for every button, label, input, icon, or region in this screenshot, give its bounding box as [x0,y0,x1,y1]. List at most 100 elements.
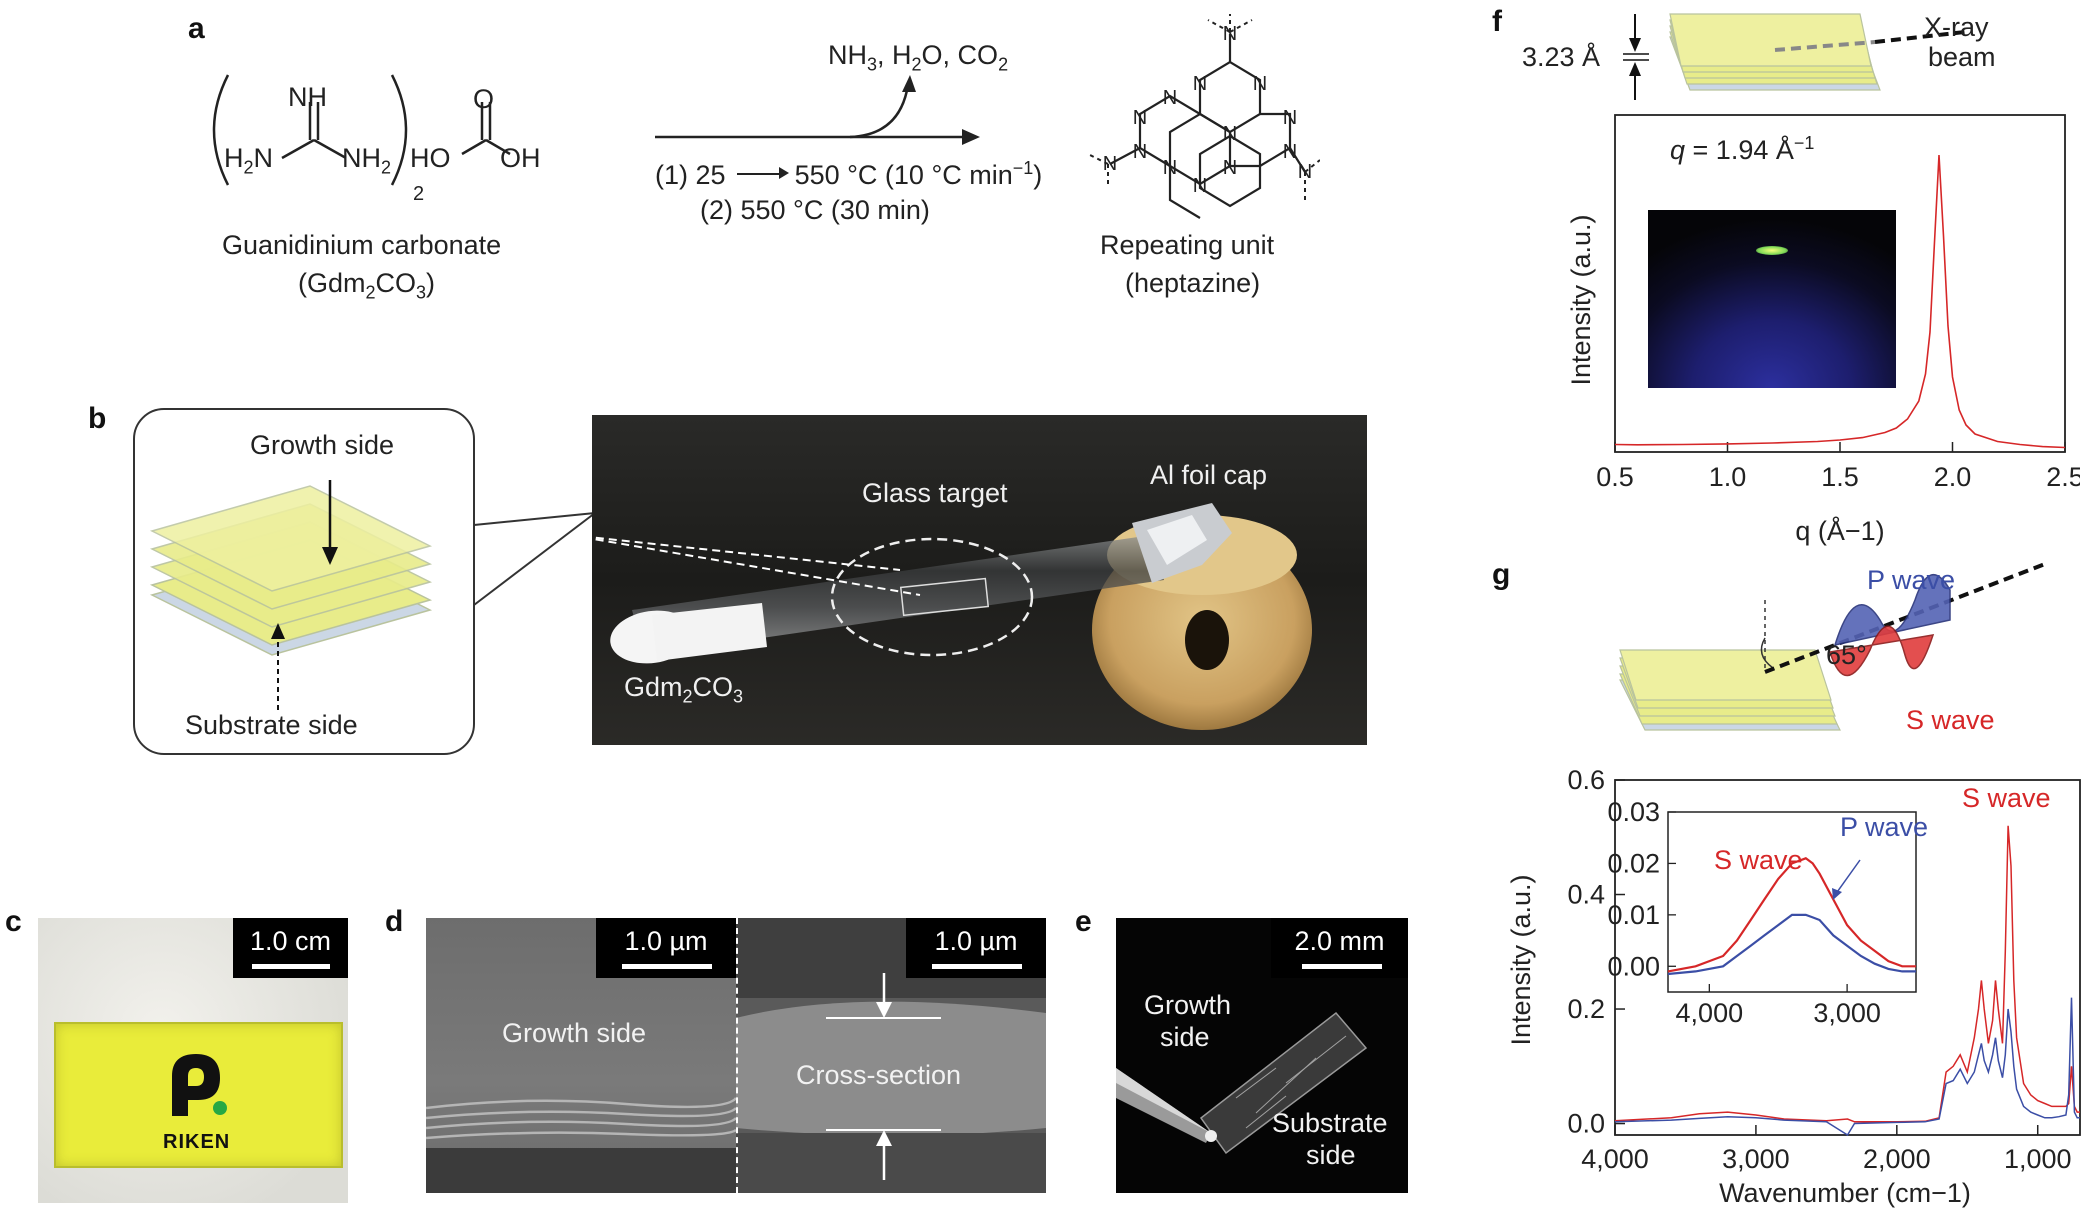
inset-ytick-label: 0.00 [1607,951,1660,981]
xray-label-1: X-ray [1924,12,1989,42]
step-2: (2) 550 °C (30 min) [700,195,930,225]
inset-p-wave-pointer-head [1832,888,1842,900]
scale-bar-d-left [622,964,712,969]
svg-text:N: N [1298,161,1312,183]
svg-text:N: N [1163,157,1177,179]
main-s-wave-label: S wave [1962,783,2051,813]
reactant-name: Guanidinium carbonate [222,230,502,260]
xrd-xtick-label: 0.5 [1596,462,1634,492]
scale-bar-c [252,964,330,969]
gdm-label: Gdm2CO3 [624,672,744,707]
scale-e: 2.0 mm [1271,918,1408,978]
guanidinium-structure [212,74,511,186]
svg-text:N: N [1193,175,1207,197]
xrd-ylabel: Intensity (a.u.) [1566,214,1596,385]
atom-oh: OH [500,143,541,173]
atom-nh2: NH2 [342,143,392,178]
svg-text:N: N [1283,141,1297,163]
inset-p-wave-label: P wave [1840,812,1929,842]
substrate-side-e-1: Substrate [1272,1108,1388,1138]
xrd-xtick-label: 1.0 [1709,462,1747,492]
inset-xtick-label: 4,000 [1676,998,1744,1028]
panel-label-g: g [1492,558,1511,591]
byproducts: NH3, H2O, CO2 [828,40,1009,75]
svg-text:N: N [1223,23,1237,45]
freestanding-film-photo: 2.0 mm Growth side Substrate side [1116,918,1408,1193]
cross-section-label: Cross-section [796,1060,962,1090]
reaction-arrow [655,75,980,145]
inset-p-wave-pointer [1834,859,1861,896]
gixd-pattern-image [1648,210,1896,388]
panel-label-e: e [1075,905,1092,938]
growth-side-label: Growth side [250,430,395,460]
inset-xtick-label: 3,000 [1813,998,1881,1028]
atom-nh: NH [288,82,327,112]
scale-d-right: 1.0 µm [906,918,1046,978]
reactant-abbr: (Gdm2CO3) [298,268,436,303]
scale-d-left: 1.0 µm [596,918,736,978]
sem-divider [736,918,738,1193]
svg-text:N: N [1223,123,1237,145]
inset-ytick-label: 0.03 [1607,797,1660,827]
atom-ho: HO [410,143,451,173]
panel-label-b: b [88,402,107,435]
raman-chart: 0.0 0.2 0.4 0.6 4,000 3,000 2,000 1,000 Intens… [1506,770,2081,1208]
callout-lines [570,534,921,596]
atom-o: O [473,84,495,114]
substrate-side-e-2: side [1306,1140,1356,1170]
panel-label-d: d [385,905,404,938]
xrd-series-line [1614,154,2066,449]
raman-xlabel: Wavenumber (cm−1) [1719,1178,1971,1208]
layer-spacing-label: 3.23 Å [1522,42,1601,72]
diffraction-spot [1756,246,1788,255]
inset-ytick-label: 0.01 [1607,900,1660,930]
film-photo: RIKEN 1.0 cm [38,918,348,1203]
svg-text:N: N [1133,141,1147,163]
scale-bar-d-right [932,964,1022,969]
raman-ylabel: Intensity (a.u.) [1506,874,1536,1045]
heptazine-structure: N N N N N N N N N N N N N N [1087,14,1320,219]
svg-text:N: N [1223,157,1237,179]
film-schematic-callout [133,408,596,755]
growth-side-sem-label: Growth side [502,1018,647,1048]
atom-h2n: H2N [224,143,274,178]
product-name: Repeating unit [1100,230,1275,260]
riken-logo-text: RIKEN [163,1131,231,1153]
svg-text:N: N [1193,73,1207,95]
riken-logo-icon [172,1054,227,1116]
p-wave-schematic-label: P wave [1867,565,1956,595]
s-wave-schematic-label: S wave [1906,705,1995,735]
polarization-schematic [1619,562,2046,731]
raman-ytick-label: 0.4 [1567,880,1605,910]
xrd-xlabel: q (Å−1) [1795,515,1884,546]
raman-xtick-label: 1,000 [2004,1144,2072,1174]
growth-side-e-2: side [1160,1022,1210,1052]
glass-target-label: Glass target [862,478,1008,508]
sem-cross-section: 1.0 µm Cross-section [736,918,1046,1193]
raman-ytick-label: 0.2 [1567,994,1605,1024]
panel-label-c: c [5,905,22,938]
svg-text:N: N [1133,107,1147,129]
panel-label-f: f [1492,5,1502,38]
growth-side-e-1: Growth [1144,990,1232,1020]
scale-bar-e [1302,964,1382,969]
svg-text:N: N [1163,87,1177,109]
raman-xtick-label: 2,000 [1863,1144,1931,1174]
step-1: (1) 25 550 °C (10 °C min−1) [655,158,1043,190]
svg-text:N: N [1103,153,1117,175]
tube-photo [592,415,1367,745]
raman-ytick-label: 0.6 [1567,770,1605,795]
svg-text:N: N [1253,73,1267,95]
al-foil-cap-label: Al foil cap [1150,460,1268,490]
xrd-xtick-label: 2.0 [1934,462,1972,492]
scale-c: 1.0 cm [233,918,348,978]
raman-xtick-label: 4,000 [1581,1144,1649,1174]
sem-growth-side: 1.0 µm Growth side [426,918,736,1193]
raman-ytick-label: 0.0 [1567,1109,1605,1139]
xrd-xtick-label: 2.5 [2046,462,2080,492]
subscript-2: 2 [413,183,425,205]
xray-label-2: beam [1928,42,1996,72]
q-annotation: q = 1.94 Å−1 [1670,133,1815,165]
angle-label: 65° [1826,640,1867,670]
